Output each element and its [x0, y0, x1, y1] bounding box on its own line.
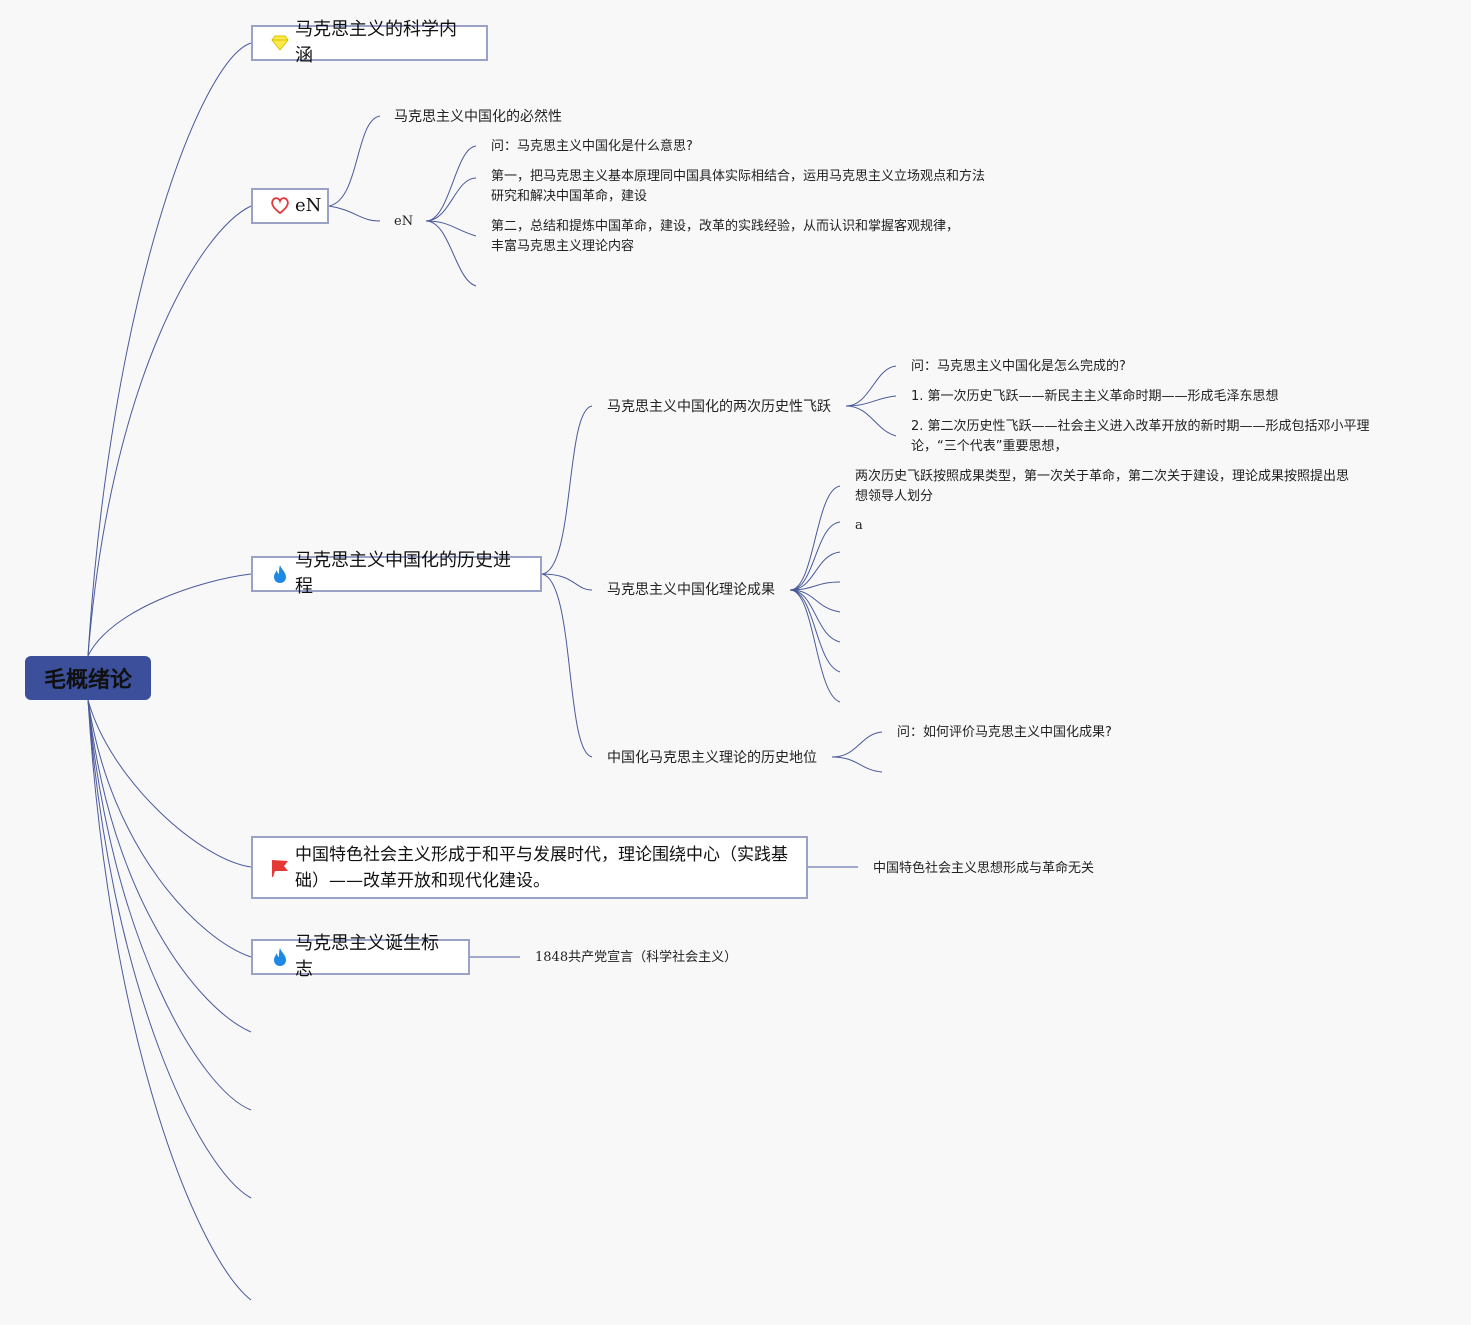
topic-science[interactable]: 马克思主义的科学内涵 [251, 19, 488, 66]
flame-icon [269, 946, 291, 968]
topic-en[interactable]: eN [251, 188, 329, 224]
topic-birth[interactable]: 马克思主义诞生标志 [251, 933, 470, 980]
node-results-a[interactable]: a [855, 518, 863, 533]
topic-history-label: 马克思主义中国化的历史进程 [295, 550, 511, 597]
root-label: 毛概绪论 [43, 668, 132, 693]
topic-science-label: 马克思主义的科学内涵 [295, 19, 457, 66]
node-leap-2[interactable]: 2. 第二次历史性飞跃——社会主义进入改革开放的新时期——形成包括邓小平理论，“… [911, 419, 1370, 454]
node-status[interactable]: 中国化马克思主义理论的历史地位 [607, 750, 817, 766]
node-results-note[interactable]: 两次历史飞跃按照成果类型，第一次关于革命，第二次关于建设，理论成果按照提出思想领… [855, 469, 1350, 504]
node-birth-note[interactable]: 1848共产党宣言（科学社会主义） [535, 950, 738, 965]
node-en-first[interactable]: 第一，把马克思主义基本原理同中国具体实际相结合，运用马克思主义立场观点和方法研究… [491, 169, 986, 204]
node-status-question[interactable]: 问：如何评价马克思主义中国化成果? [897, 725, 1112, 740]
node-leaps[interactable]: 马克思主义中国化的两次历史性飞跃 [607, 399, 831, 415]
node-leaps-question[interactable]: 问：马克思主义中国化是怎么完成的? [911, 359, 1126, 374]
node-en[interactable]: eN [394, 214, 414, 229]
topic-socialism-label: 中国特色社会主义形成于和平与发展时代，理论围绕中心（实践基础）——改革开放和现代… [295, 844, 788, 891]
topic-birth-label: 马克思主义诞生标志 [295, 933, 439, 980]
flag-icon [269, 857, 291, 879]
flame-icon [269, 563, 291, 585]
node-necessity[interactable]: 马克思主义中国化的必然性 [394, 109, 562, 125]
topic-socialism[interactable]: 中国特色社会主义形成于和平与发展时代，理论围绕中心（实践基础）——改革开放和现代… [251, 836, 808, 899]
node-en-question[interactable]: 问：马克思主义中国化是什么意思? [491, 139, 693, 154]
heart-icon [269, 195, 291, 217]
diamond-icon [269, 32, 291, 54]
topic-en-label: eN [295, 195, 322, 216]
node-results[interactable]: 马克思主义中国化理论成果 [607, 582, 775, 598]
node-socialism-note[interactable]: 中国特色社会主义思想形成与革命无关 [873, 861, 1095, 876]
root-node[interactable]: 毛概绪论 [25, 656, 151, 700]
node-leap-1[interactable]: 1. 第一次历史飞跃——新民主主义革命时期——形成毛泽东思想 [911, 389, 1279, 404]
node-en-second[interactable]: 第二，总结和提炼中国革命，建设，改革的实践经验，从而认识和掌握客观规律，丰富马克… [491, 219, 960, 254]
topic-history[interactable]: 马克思主义中国化的历史进程 [251, 550, 542, 597]
